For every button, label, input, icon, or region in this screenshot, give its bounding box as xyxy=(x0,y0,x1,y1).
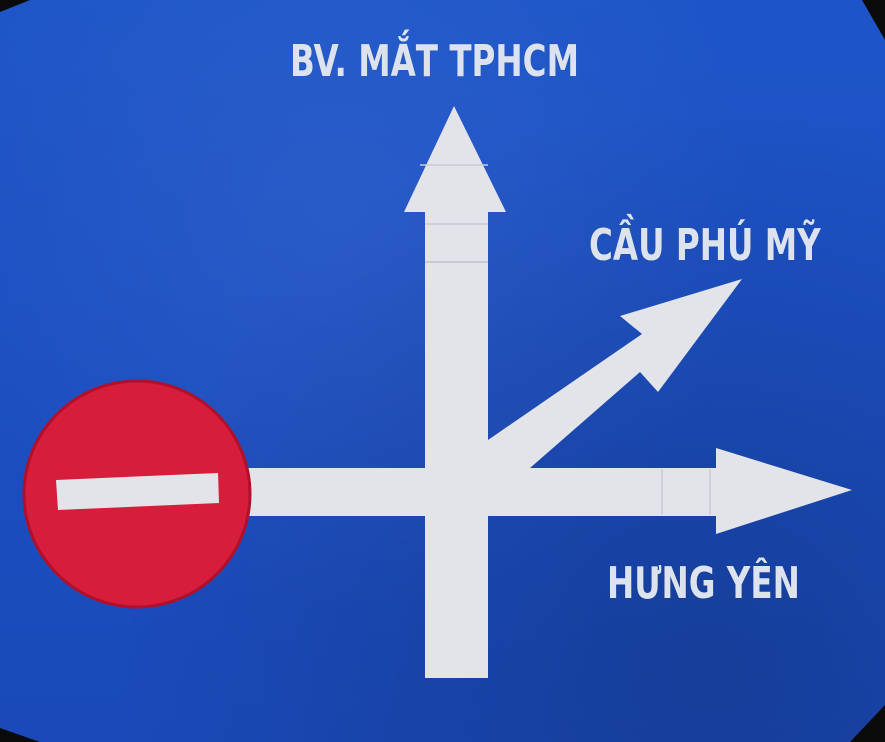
corner-top-right xyxy=(862,0,885,40)
corner-bottom-right xyxy=(850,705,885,742)
destination-diagonal-label: CẦU PHÚ MỸ xyxy=(589,220,821,271)
destination-straight-label: BV. MẮT TPHCM xyxy=(290,36,579,87)
corner-bottom-left xyxy=(0,728,40,742)
left-arrow-stub xyxy=(235,468,430,516)
no-entry-disc-rim xyxy=(22,379,252,609)
no-entry-bar xyxy=(56,473,219,510)
straight-arrow-head xyxy=(404,106,506,212)
corner-top-left xyxy=(0,0,30,12)
diagonal-arrow xyxy=(488,279,742,468)
straight-arrow-shaft xyxy=(425,212,488,678)
destination-right-label: HƯNG YÊN xyxy=(607,558,800,609)
right-arrow-shaft xyxy=(488,468,718,516)
right-arrow-head xyxy=(716,448,852,534)
